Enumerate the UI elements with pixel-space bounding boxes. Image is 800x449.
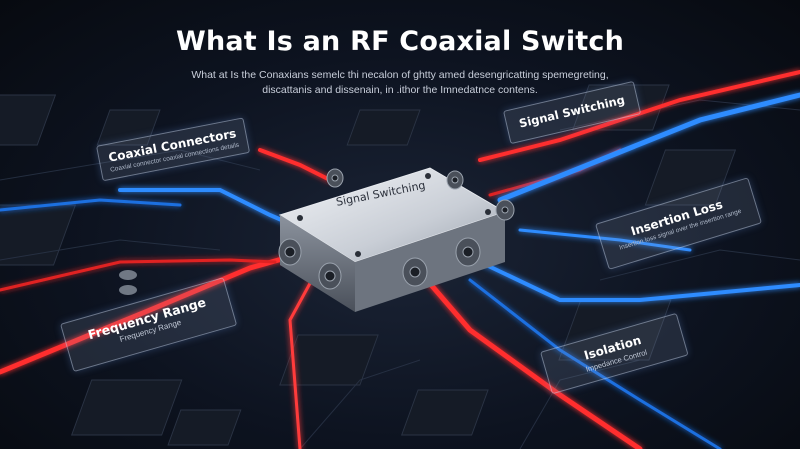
page-title: What Is an RF Coaxial Switch — [175, 26, 625, 57]
pcb-traces — [0, 99, 800, 449]
rf-switch-body — [278, 167, 507, 312]
coax-connectors — [278, 168, 515, 290]
pcb-components — [0, 84, 737, 446]
page-subtitle: What at Is the Conaxians semelc thi neca… — [191, 69, 609, 96]
capacitor-components — [119, 270, 137, 295]
red-signal-cables — [0, 70, 800, 449]
